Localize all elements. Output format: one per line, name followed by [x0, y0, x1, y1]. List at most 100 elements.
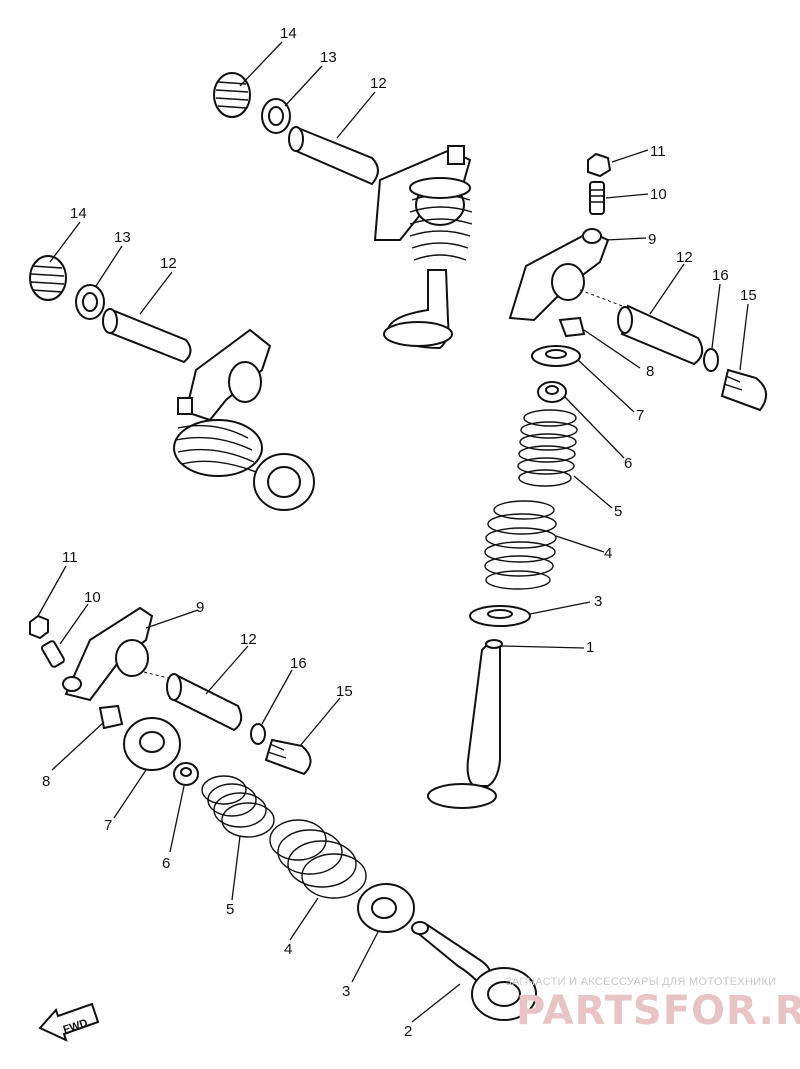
- leader-16b: [261, 669, 293, 725]
- upper-rocker-and-valve: [373, 145, 473, 350]
- callout-13: 13: [114, 229, 131, 246]
- part-9-rocker-arm-lower: [62, 606, 154, 702]
- callout-12: 12: [370, 75, 387, 92]
- leader-9a: [605, 237, 647, 241]
- part-15-plug-lower: [264, 738, 312, 776]
- upper-rocker-assembly: 14 13 12: [213, 25, 473, 350]
- leader-3b: [351, 931, 379, 983]
- callout-6: 6: [624, 455, 632, 472]
- part-12-shaft-lower: [166, 673, 243, 732]
- leader-12c: [649, 263, 685, 315]
- fwd-arrow: FWD: [38, 1002, 100, 1042]
- part-4-outer-spring-right: [484, 500, 557, 590]
- callout-5: 5: [614, 503, 622, 520]
- watermark-logo: PARTSFOR.RU: [516, 988, 800, 1034]
- axis-line-right: [579, 289, 639, 313]
- part-8-cotter-right: [558, 316, 586, 338]
- left-rocker-assembly: 14 13 12: [29, 205, 315, 511]
- leader-16a: [711, 283, 721, 349]
- part-16-oring-lower: [250, 723, 266, 745]
- callout-3: 3: [594, 593, 602, 610]
- leader-11a: [611, 149, 649, 163]
- callout-12: 12: [240, 631, 257, 648]
- leader-4a: [555, 535, 605, 553]
- leader-12b: [139, 271, 173, 315]
- part-3-seat-lower: [357, 883, 415, 933]
- leader-13a: [284, 65, 323, 107]
- leader-4b: [289, 897, 319, 941]
- part-12-shaft-right: [617, 304, 704, 366]
- leader-12a: [336, 91, 376, 139]
- leader-14b: [49, 221, 81, 263]
- callout-7: 7: [636, 407, 644, 424]
- part-7-retainer-right: [531, 345, 581, 367]
- part-5-inner-spring-right: [517, 409, 578, 487]
- leader-8a: [583, 329, 641, 369]
- leader-3a: [529, 601, 591, 615]
- part-1-valve-right: [427, 639, 503, 809]
- leader-7a: [577, 359, 635, 413]
- part-13-washer-upper: [261, 98, 291, 134]
- callout-8: 8: [646, 363, 654, 380]
- callout-3: 3: [342, 983, 350, 1000]
- callout-9: 9: [648, 231, 656, 248]
- part-11-nut-lower: [29, 614, 49, 640]
- callout-14: 14: [280, 25, 297, 42]
- part-6-seal-right: [537, 381, 567, 403]
- right-valve-assembly: 11 10 9 12 16 15 8 7 6 5 4 3 1: [427, 143, 767, 809]
- leader-6b: [169, 785, 185, 853]
- callout-16: 16: [712, 267, 729, 284]
- part-10-adjuster-right: [589, 181, 605, 215]
- callout-12: 12: [676, 249, 693, 266]
- part-2-valve-lower: [411, 921, 537, 1021]
- callout-4: 4: [604, 545, 612, 562]
- leader-10a: [605, 193, 649, 199]
- callout-8: 8: [42, 773, 50, 790]
- callout-6: 6: [162, 855, 170, 872]
- part-8-cotter-lower: [98, 704, 124, 730]
- callout-9: 9: [196, 599, 204, 616]
- part-10-adjuster-lower: [41, 640, 65, 668]
- part-13-washer-left: [75, 284, 105, 320]
- callout-4: 4: [284, 941, 292, 958]
- watermark-tagline: ЗАПЧАСТИ И АКСЕССУАРЫ ДЛЯ МОТОТЕХНИКИ: [505, 976, 777, 988]
- callout-7: 7: [104, 817, 112, 834]
- leader-8b: [51, 721, 105, 771]
- part-11-nut-right: [587, 152, 612, 178]
- callout-5: 5: [226, 901, 234, 918]
- left-rocker-and-valve: [173, 328, 315, 511]
- callout-2: 2: [404, 1023, 412, 1040]
- leader-5b: [231, 835, 241, 901]
- part-3-seat-right: [469, 605, 531, 627]
- leader-11b: [37, 565, 67, 617]
- callout-16: 16: [290, 655, 307, 672]
- part-12-shaft-left: [102, 308, 192, 364]
- part-15-plug-right: [720, 368, 767, 412]
- part-14-plug-left: [29, 255, 67, 301]
- callout-12: 12: [160, 255, 177, 272]
- leader-15a: [739, 303, 749, 371]
- leader-2: [411, 983, 461, 1023]
- part-6-seal-lower: [173, 762, 199, 786]
- callout-10: 10: [650, 186, 667, 203]
- leader-15b: [299, 697, 341, 747]
- callout-11: 11: [62, 549, 78, 566]
- leader-6a: [563, 395, 625, 459]
- part-12-shaft-upper: [288, 126, 379, 186]
- leader-14a: [239, 41, 283, 87]
- leader-7b: [113, 769, 147, 819]
- part-16-oring-right: [703, 348, 719, 372]
- leader-13b: [95, 245, 123, 287]
- leader-12d: [205, 645, 249, 695]
- part-7-retainer-lower: [123, 717, 181, 771]
- callout-10: 10: [84, 589, 101, 606]
- callout-13: 13: [320, 49, 337, 66]
- leader-5a: [573, 475, 613, 509]
- part-9-rocker-arm-right: [508, 228, 610, 322]
- callout-11: 11: [650, 143, 666, 160]
- callout-14: 14: [70, 205, 87, 222]
- leader-10b: [59, 603, 89, 645]
- leader-1: [501, 645, 585, 649]
- callout-15: 15: [740, 287, 757, 304]
- leader-9b: [145, 609, 199, 629]
